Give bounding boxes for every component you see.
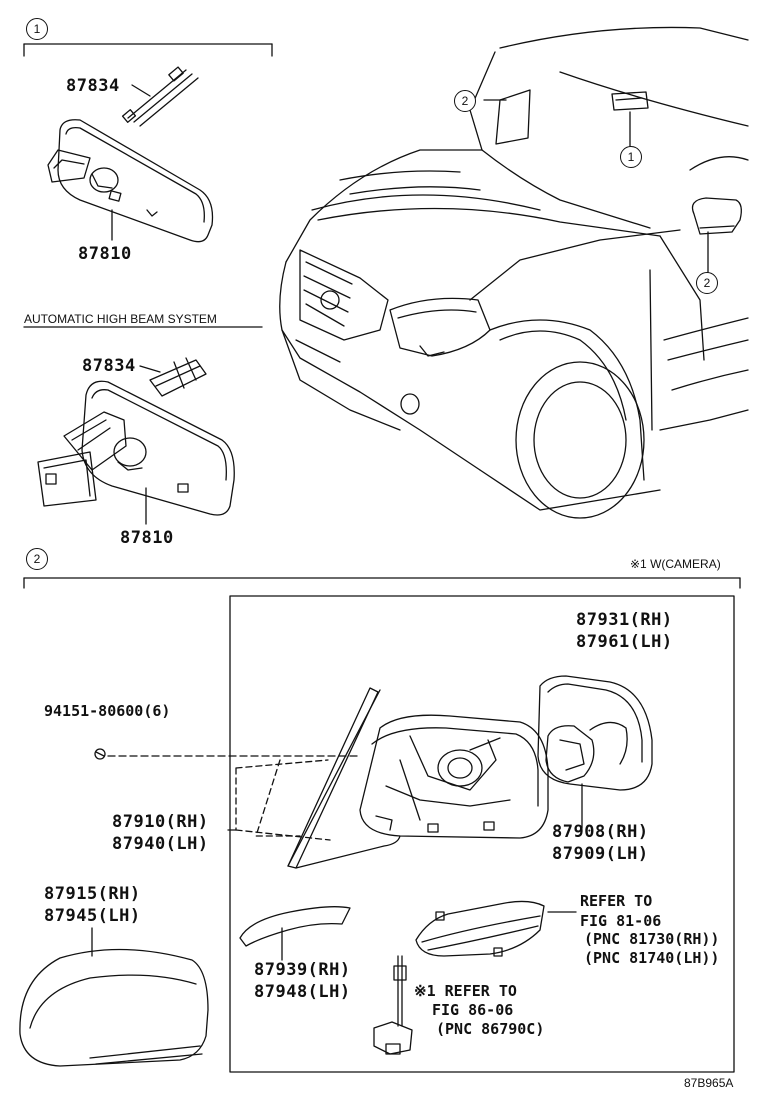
leader-87834-upper [131, 84, 151, 97]
vehicle-overview [279, 26, 749, 519]
section1-callout: 1 [26, 18, 48, 40]
mirror-cover [19, 948, 209, 1067]
refer1-line4: (PNC 81740(LH)) [584, 949, 720, 967]
assembly-frame [229, 595, 735, 1073]
part-87931: 87931(RH) [576, 610, 673, 630]
section2-callout: 2 [26, 548, 48, 570]
part-87910: 87910(RH) [112, 812, 209, 832]
part-87908: 87908(RH) [552, 822, 649, 842]
figure-code: 87B965A [684, 1076, 734, 1090]
bolt-94151 [94, 748, 106, 760]
refer1-line1: REFER TO [580, 892, 653, 910]
mirror-callout: 2 [696, 272, 718, 294]
part-87961: 87961(LH) [576, 632, 673, 652]
mirror-housing [287, 687, 549, 869]
refer2-line2: FIG 86-06 [432, 1001, 514, 1019]
section2-bracket [23, 577, 741, 589]
refer1-line3: (PNC 81730(RH)) [584, 930, 720, 948]
part-87948: 87948(LH) [254, 982, 351, 1002]
part-87915: 87915(RH) [44, 884, 141, 904]
leader-87910-b [255, 759, 301, 837]
wire-harness-lower [149, 357, 207, 397]
camera-note: ※1 W(CAMERA) [630, 557, 721, 571]
part-87909: 87909(LH) [552, 844, 649, 864]
inner-mirror-upper [47, 119, 214, 243]
part-87939: 87939(RH) [254, 960, 351, 980]
roof-callout: 1 [620, 146, 642, 168]
leader-87910 [235, 759, 331, 841]
leader-87834-lower [139, 365, 161, 373]
side-camera [373, 955, 413, 1055]
part-87940: 87940(LH) [112, 834, 209, 854]
windshield-callout: 2 [454, 90, 476, 112]
refer1-line2: FIG 81-06 [580, 912, 662, 930]
turn-signal-lamp [415, 900, 545, 957]
system-label: AUTOMATIC HIGH BEAM SYSTEM [24, 312, 217, 326]
part-87834-upper: 87834 [66, 76, 120, 96]
refer2-line1: ※1 REFER TO [414, 982, 517, 1000]
part-87945: 87945(LH) [44, 906, 141, 926]
refer2-line3: (PNC 86790C) [436, 1020, 545, 1038]
wire-harness-upper [121, 66, 199, 127]
mirror-glass [537, 675, 653, 791]
part-87810-lower: 87810 [120, 528, 174, 548]
part-94151: 94151-80600(6) [44, 702, 171, 720]
part-87834-lower: 87834 [82, 356, 136, 376]
mirror-trim [239, 906, 351, 947]
inner-mirror-lower [37, 380, 235, 516]
section1-bracket [23, 43, 273, 57]
part-87810-upper: 87810 [78, 244, 132, 264]
mirror-motor [545, 721, 628, 783]
